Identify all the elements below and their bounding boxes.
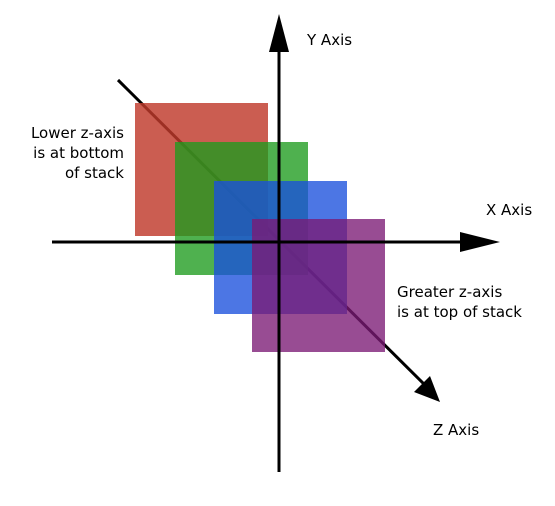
x-axis-arrowhead (460, 232, 500, 252)
lower-z-note-line-3: of stack (64, 164, 124, 182)
lower-z-note-line-1: Lower z-axis (30, 124, 124, 142)
y-axis-arrowhead (269, 14, 289, 52)
y-axis-label: Y Axis (307, 31, 353, 49)
lower-z-note: Lower z-axis is at bottom of stack (0, 123, 124, 183)
greater-z-note-line-1: Greater z-axis (397, 283, 503, 301)
purple-layer (252, 219, 385, 352)
z-axis-arrowhead (414, 376, 440, 402)
greater-z-note: Greater z-axis is at top of stack (397, 282, 547, 322)
x-axis-label: X Axis (486, 201, 533, 219)
lower-z-note-line-2: is at bottom (33, 144, 124, 162)
greater-z-note-line-2: is at top of stack (397, 303, 522, 321)
z-axis-label: Z Axis (433, 421, 480, 439)
